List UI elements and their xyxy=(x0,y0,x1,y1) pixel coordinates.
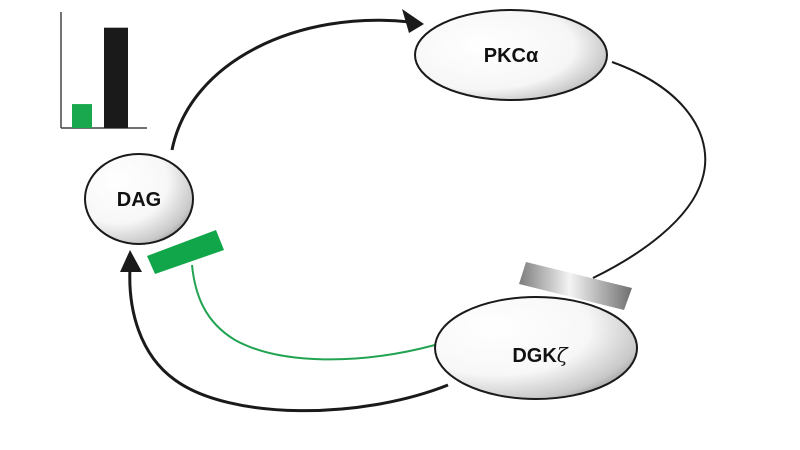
node-dag-ellipse xyxy=(84,153,194,245)
activation-arrow-dag-to-pkc xyxy=(170,18,411,151)
arrowhead-pkc xyxy=(402,9,424,33)
activation-arrow-dgk-to-dag xyxy=(128,267,449,413)
node-dag-label: DAG xyxy=(117,189,161,211)
pkc-to-dgk-inhibition-line xyxy=(592,61,707,279)
inhibition-bar-dgk-inactive xyxy=(519,262,632,310)
inset-bar-chart xyxy=(60,12,147,129)
node-pkc-label: PKCα xyxy=(484,45,539,67)
node-dag: DAG xyxy=(84,153,194,245)
node-pkc: PKCα xyxy=(414,9,608,101)
node-dgk-label-main: DGK xyxy=(512,345,557,367)
inset-bar-1 xyxy=(72,104,92,128)
node-pkc-ellipse xyxy=(414,9,608,101)
node-dgk-label: DGKζ xyxy=(512,343,568,367)
inset-bar-2 xyxy=(104,27,128,128)
node-dgk-ellipse xyxy=(434,296,638,400)
green-inhibition-line-dgk-to-dag xyxy=(191,264,436,361)
node-dgk: DGKζ xyxy=(434,296,638,400)
node-dgk-label-greek: ζ xyxy=(557,343,569,367)
arrowhead-dag xyxy=(120,250,142,272)
inhibition-bar-dag-active xyxy=(147,230,224,274)
